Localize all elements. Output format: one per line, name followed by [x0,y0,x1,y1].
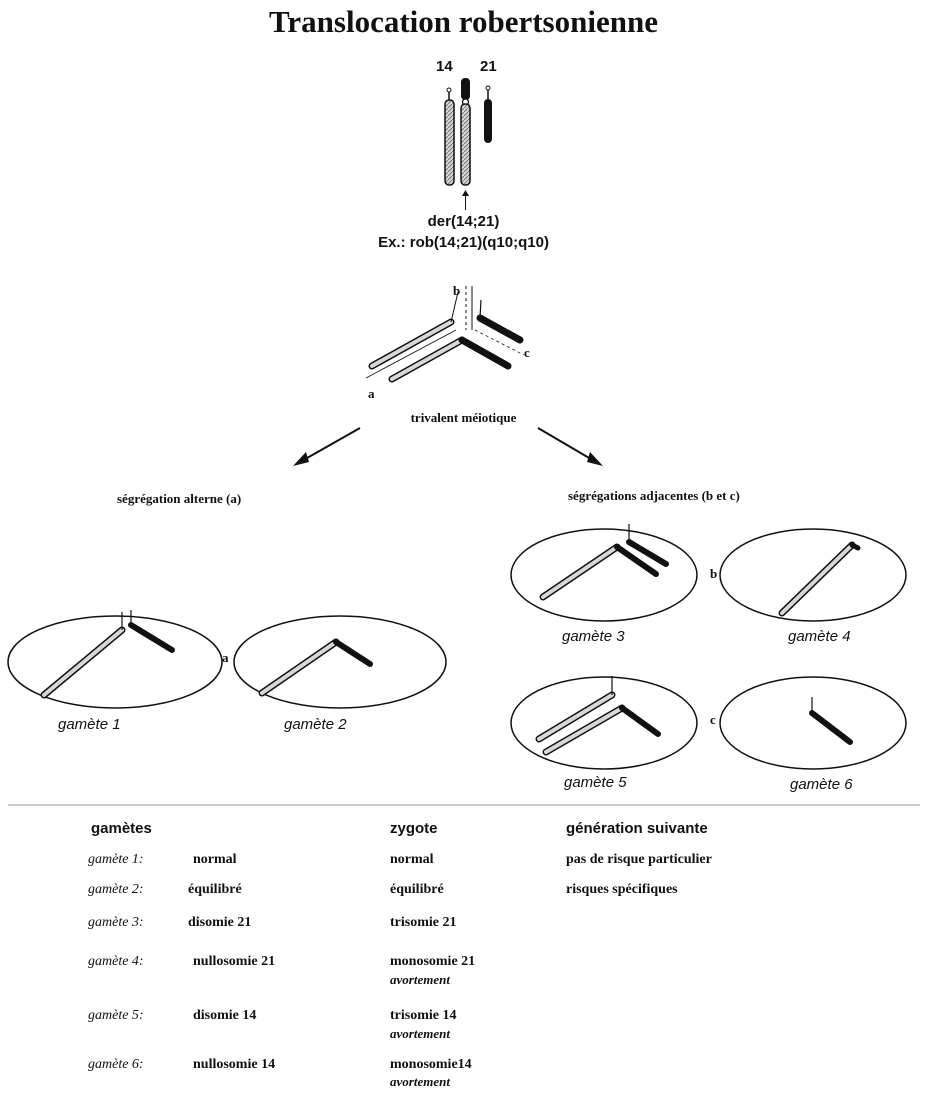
gamete-2-ellipse [233,615,447,709]
gamete-1-chromosomes [40,610,175,699]
label-chr14: 14 [436,58,453,75]
trivalent-figure [365,286,525,383]
row-type: disomie 21 [188,915,252,930]
trivalent-arm-b: b [453,283,461,298]
row-abortion: avortement [390,972,450,987]
row-gamete: gamète 3: [88,915,144,930]
row-gamete: gamète 1: [88,852,144,867]
derivative-example: Ex.: rob(14;21)(q10;q10) [378,234,549,251]
row-zygote: monosomie14 [390,1057,472,1072]
row-zygote: trisomie 21 [390,915,457,930]
gamete-3-chromosomes [539,524,669,601]
page-title: Translocation robertsonienne [269,4,658,39]
row-abortion: avortement [390,1074,450,1089]
header-gametes: gamètes [91,820,152,837]
gamete-2-label: gamète 2 [284,716,347,733]
chromosome-21 [484,85,492,143]
chromosome-14 [444,87,455,186]
header-zygote: zygote [390,820,438,837]
arrow-left [293,427,361,466]
row-type: nullosomie 14 [193,1057,276,1072]
row-zygote: normal [390,852,434,867]
row-zygote: trisomie 14 [390,1008,457,1023]
gamete-6-label: gamète 6 [790,776,853,793]
row-type: nullosomie 21 [193,954,276,969]
segregation-letter-b: b [710,566,718,581]
trivalent-arm-a: a [368,386,375,401]
trivalent-arm-c: c [524,345,530,360]
arrow-right [537,427,603,466]
row-gamete: gamète 5: [88,1008,144,1023]
gamete-2-chromosomes [258,638,373,697]
segregation-letter-c: c [710,712,716,727]
gamete-1-ellipse [7,615,223,709]
row-gamete: gamète 2: [88,882,144,897]
row-type: disomie 14 [193,1008,257,1023]
segregation-letter-a: a [222,650,229,665]
label-chr21: 21 [480,58,497,75]
row-gamete: gamète 6: [88,1057,144,1072]
row-zygote: monosomie 21 [390,954,476,969]
header-next-generation: génération suivante [566,820,708,837]
gamete-6-ellipse [719,676,907,770]
segregation-adjacent-label: ségrégations adjacentes (b et c) [568,488,740,503]
gamete-5-ellipse [510,676,698,770]
row-abortion: avortement [390,1026,450,1041]
row-type: équilibré [188,882,242,897]
gamete-4-chromosomes [778,541,861,617]
row-type: normal [193,852,237,867]
gamete-1-label: gamète 1 [58,716,121,733]
gamete-5-label: gamète 5 [564,774,627,791]
derivative-chromosome [460,78,471,210]
gamete-4-label: gamète 4 [788,628,851,645]
row-next: risques spécifiques [566,882,678,897]
trivalent-label: trivalent méiotique [410,410,517,425]
row-next: pas de risque particulier [566,852,712,867]
row-gamete: gamète 4: [88,954,144,969]
gamete-6-chromosomes [809,697,853,745]
row-zygote: équilibré [390,882,444,897]
gamete-3-ellipse [510,528,698,622]
segregation-alternate-label: ségrégation alterne (a) [117,491,242,506]
gamete-3-label: gamète 3 [562,628,625,645]
derivative-name: der(14;21) [427,213,500,230]
gamete-5-chromosomes [535,676,661,756]
gamete-4-ellipse [719,528,907,622]
